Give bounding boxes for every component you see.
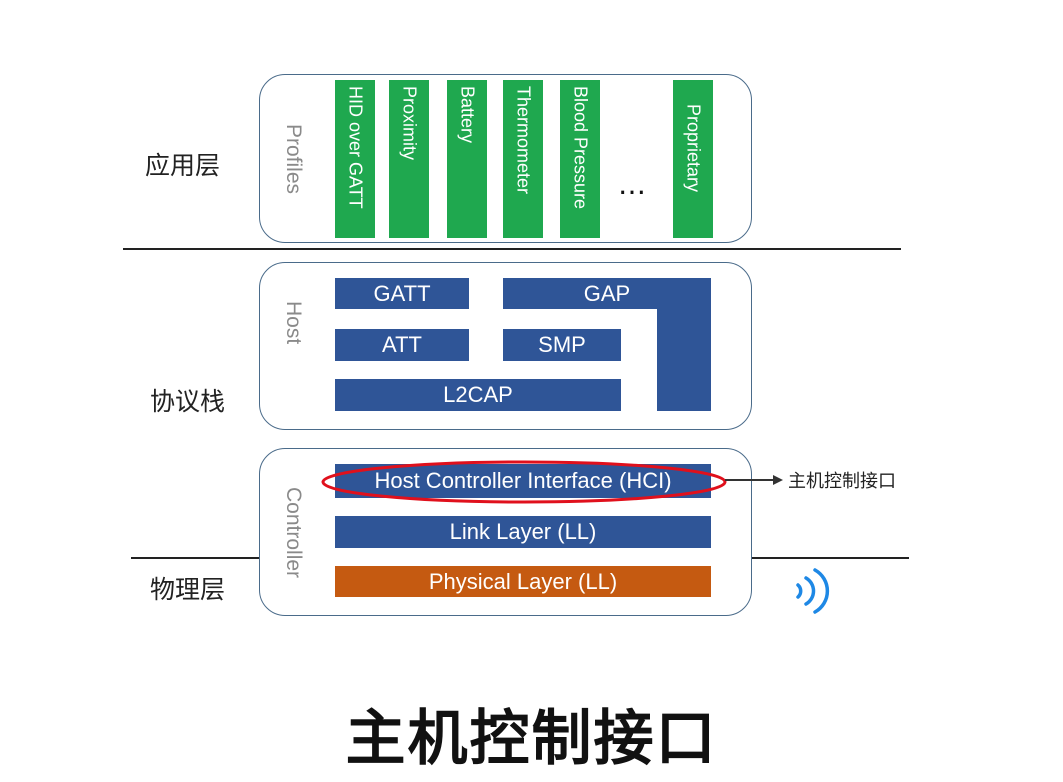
link-layer-block: Link Layer (LL): [335, 516, 711, 548]
profiles-ellipsis: …: [618, 168, 646, 201]
host-label: Host: [282, 301, 305, 345]
profiles-label: Profiles: [282, 123, 305, 195]
layer-label-application: 应用层: [145, 151, 221, 180]
hci-callout-label: 主机控制接口: [788, 471, 896, 492]
profile-proprietary: Proprietary: [673, 80, 713, 238]
gatt-block: GATT: [335, 278, 469, 309]
controller-label: Controller: [282, 486, 305, 579]
wireless-signal-icon: [796, 568, 830, 614]
subtitle-caption: 主机控制接口: [345, 704, 718, 774]
divider-application: [123, 248, 901, 250]
gap-block-extension: [657, 300, 711, 411]
layer-label-physical: 物理层: [150, 575, 226, 604]
profile-battery: Battery: [447, 80, 487, 238]
l2cap-block: L2CAP: [335, 379, 621, 411]
gap-label: GAP: [583, 280, 631, 306]
hci-block: Host Controller Interface (HCI): [335, 464, 711, 498]
layer-label-protocol-stack: 协议栈: [150, 387, 226, 416]
profile-blood-pressure: Blood Pressure: [560, 80, 600, 238]
hci-highlight-ellipse: [321, 460, 727, 504]
profile-thermometer: Thermometer: [503, 80, 543, 238]
att-block: ATT: [335, 329, 469, 361]
profile-hid-over-gatt: HID over GATT: [335, 80, 375, 238]
smp-block: SMP: [503, 329, 621, 361]
physical-layer-block: Physical Layer (LL): [335, 566, 711, 597]
hci-callout-arrow: [725, 475, 783, 485]
profile-proximity: Proximity: [389, 80, 429, 238]
